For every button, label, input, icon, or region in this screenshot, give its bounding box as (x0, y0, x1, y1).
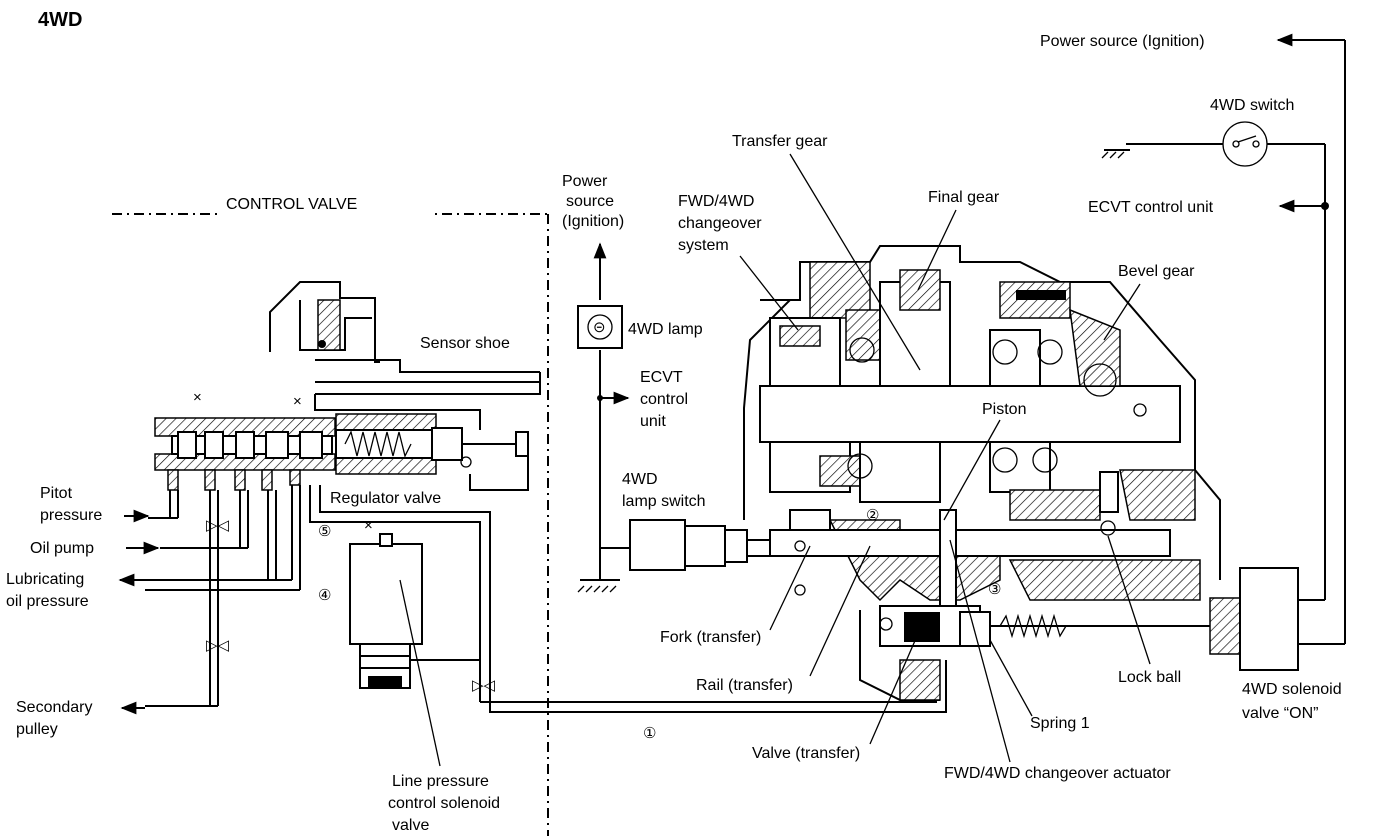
marker-4: ④ (318, 587, 331, 604)
regulator-valve-label: Regulator valve (330, 490, 441, 507)
lamp-switch-body (629, 519, 686, 571)
lubricating-label-1: Lubricating (6, 571, 84, 588)
svg-text:×: × (193, 389, 202, 406)
line-pressure-label-1: Line pressure (392, 773, 489, 790)
svg-text:Power: Power (562, 173, 608, 190)
valve-transfer-label: Valve (transfer) (752, 745, 860, 762)
marker-2: ② (866, 507, 879, 524)
oil-pump-label: Oil pump (30, 540, 94, 557)
pitot-label-2: pressure (40, 507, 102, 524)
solenoid-label-1: 4WD solenoid (1242, 681, 1342, 698)
solenoid-label-2: valve “ON” (1242, 705, 1318, 722)
final-gear-label: Final gear (928, 189, 1000, 206)
ecvt-top-label: ECVT control unit (1088, 199, 1214, 216)
main-shaft (759, 385, 1181, 443)
transfer-unit: ② ③ (759, 245, 1299, 701)
fork-label: Fork (transfer) (660, 629, 761, 646)
transfer-labels: Transfer gear Final gear Bevel gear FWD/… (660, 133, 1342, 782)
control-valve-section: CONTROL VALVE × × (6, 192, 947, 836)
secondary-label-1: Secondary (16, 699, 93, 716)
svg-text:▷◁: ▷◁ (206, 517, 230, 534)
valve-body: × × (154, 389, 336, 491)
svg-text:ECVT: ECVT (640, 369, 683, 386)
changeover-actuator-label: FWD/4WD changeover actuator (944, 765, 1171, 782)
svg-text:4WD: 4WD (622, 471, 658, 488)
pitot-label-1: Pitot (40, 485, 73, 502)
switch-4wd-icon (1222, 121, 1268, 167)
switch-circuit: Power source (Ignition) 4WD switch ECVT … (1040, 33, 1346, 645)
hydraulic-lines: ▷◁ ▷◁ ▷◁ (145, 485, 947, 713)
rail-label: Rail (transfer) (696, 677, 793, 694)
lubricating-label-2: oil pressure (6, 593, 89, 610)
transfer-gear-label: Transfer gear (732, 133, 828, 150)
bevel-gear-label: Bevel gear (1118, 263, 1195, 280)
svg-text:▷◁: ▷◁ (206, 637, 230, 654)
diagram-title: 4WD (38, 9, 82, 31)
lamp-circuit: Power source (Ignition) ⊝ 4WD lamp ECVT … (562, 173, 791, 593)
control-valve-label: CONTROL VALVE (226, 196, 357, 213)
marker-5: ⑤ (318, 523, 331, 540)
sensor-shoe-label: Sensor shoe (420, 335, 510, 352)
svg-text:control: control (640, 391, 688, 408)
svg-text:×: × (293, 393, 302, 410)
power-source-top-label: Power source (Ignition) (1040, 33, 1205, 50)
svg-text:changeover: changeover (678, 215, 762, 232)
svg-text:⊝: ⊝ (593, 319, 606, 336)
svg-text:(Ignition): (Ignition) (562, 213, 624, 230)
svg-text:source: source (566, 193, 614, 210)
line-pressure-label-2: control solenoid (388, 795, 500, 812)
marker-3: ③ (988, 581, 1001, 598)
line-pressure-solenoid: × (349, 517, 441, 767)
svg-text:×: × (364, 517, 373, 534)
marker-1: ① (643, 725, 656, 742)
secondary-label-2: pulley (16, 721, 58, 738)
solenoid-4wd-body (1239, 567, 1299, 671)
svg-text:unit: unit (640, 413, 666, 430)
line-pressure-label-3: valve (392, 817, 429, 834)
lamp-4wd-label: 4WD lamp (628, 321, 703, 338)
transfer-rail (769, 529, 1171, 557)
regulator-valve (314, 394, 529, 491)
svg-text:▷◁: ▷◁ (472, 677, 496, 694)
svg-text:system: system (678, 237, 729, 254)
lock-ball-label: Lock ball (1118, 669, 1181, 686)
svg-text:FWD/4WD: FWD/4WD (678, 193, 754, 210)
spring-label: Spring 1 (1030, 715, 1090, 732)
lamp-4wd-icon (577, 305, 623, 349)
svg-text:lamp switch: lamp switch (622, 493, 706, 510)
switch-4wd-label: 4WD switch (1210, 97, 1294, 114)
piston-label: Piston (982, 401, 1026, 418)
sensor-shoe (269, 281, 541, 395)
